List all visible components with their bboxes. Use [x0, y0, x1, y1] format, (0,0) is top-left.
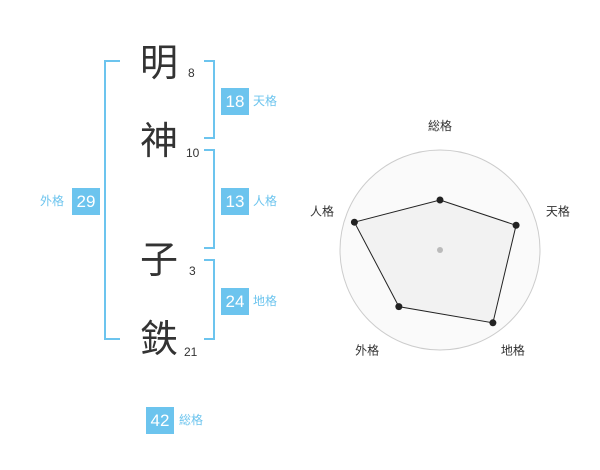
tenkaku-label: 天格 — [253, 94, 278, 108]
name-char-4: 鉄 — [140, 317, 179, 361]
name-char-3: 子 — [140, 238, 179, 282]
soukaku-value-badge: 42 — [146, 407, 174, 434]
radar-point-4 — [395, 303, 403, 311]
jinkaku-value-badge: 13 — [221, 188, 249, 215]
radar-point-3 — [489, 319, 497, 327]
gaikaku-bracket — [104, 60, 120, 340]
radar-axis-label-5: 人格 — [310, 204, 334, 219]
tenkaku-value-badge: 18 — [221, 88, 249, 115]
radar-axis-label-4: 外格 — [355, 342, 379, 357]
stroke-count-4: 21 — [184, 345, 198, 359]
radar-center-dot — [437, 247, 443, 253]
radar-axis-label-1: 総格 — [428, 118, 452, 133]
stroke-count-3: 3 — [189, 264, 196, 278]
radar-point-1 — [436, 196, 444, 204]
tenkaku-bracket — [204, 60, 215, 139]
gaikaku-value-badge: 29 — [72, 188, 100, 215]
radar-point-2 — [512, 221, 520, 229]
stroke-count-2: 10 — [186, 146, 200, 160]
chikaku-label: 地格 — [253, 294, 278, 308]
jinkaku-label: 人格 — [253, 194, 278, 208]
jinkaku-bracket — [204, 149, 215, 249]
chikaku-bracket — [204, 259, 215, 340]
soukaku-label: 総格 — [179, 413, 204, 427]
stroke-count-1: 8 — [188, 66, 195, 80]
radar-axis-label-2: 天格 — [546, 204, 570, 219]
gaikaku-label: 外格 — [40, 194, 65, 208]
radar-axis-label-3: 地格 — [501, 342, 525, 357]
name-char-2: 神 — [140, 119, 179, 163]
radar-polygon — [353, 199, 517, 324]
chikaku-value-badge: 24 — [221, 288, 249, 315]
name-char-1: 明 — [140, 41, 179, 85]
radar-point-5 — [350, 218, 358, 226]
